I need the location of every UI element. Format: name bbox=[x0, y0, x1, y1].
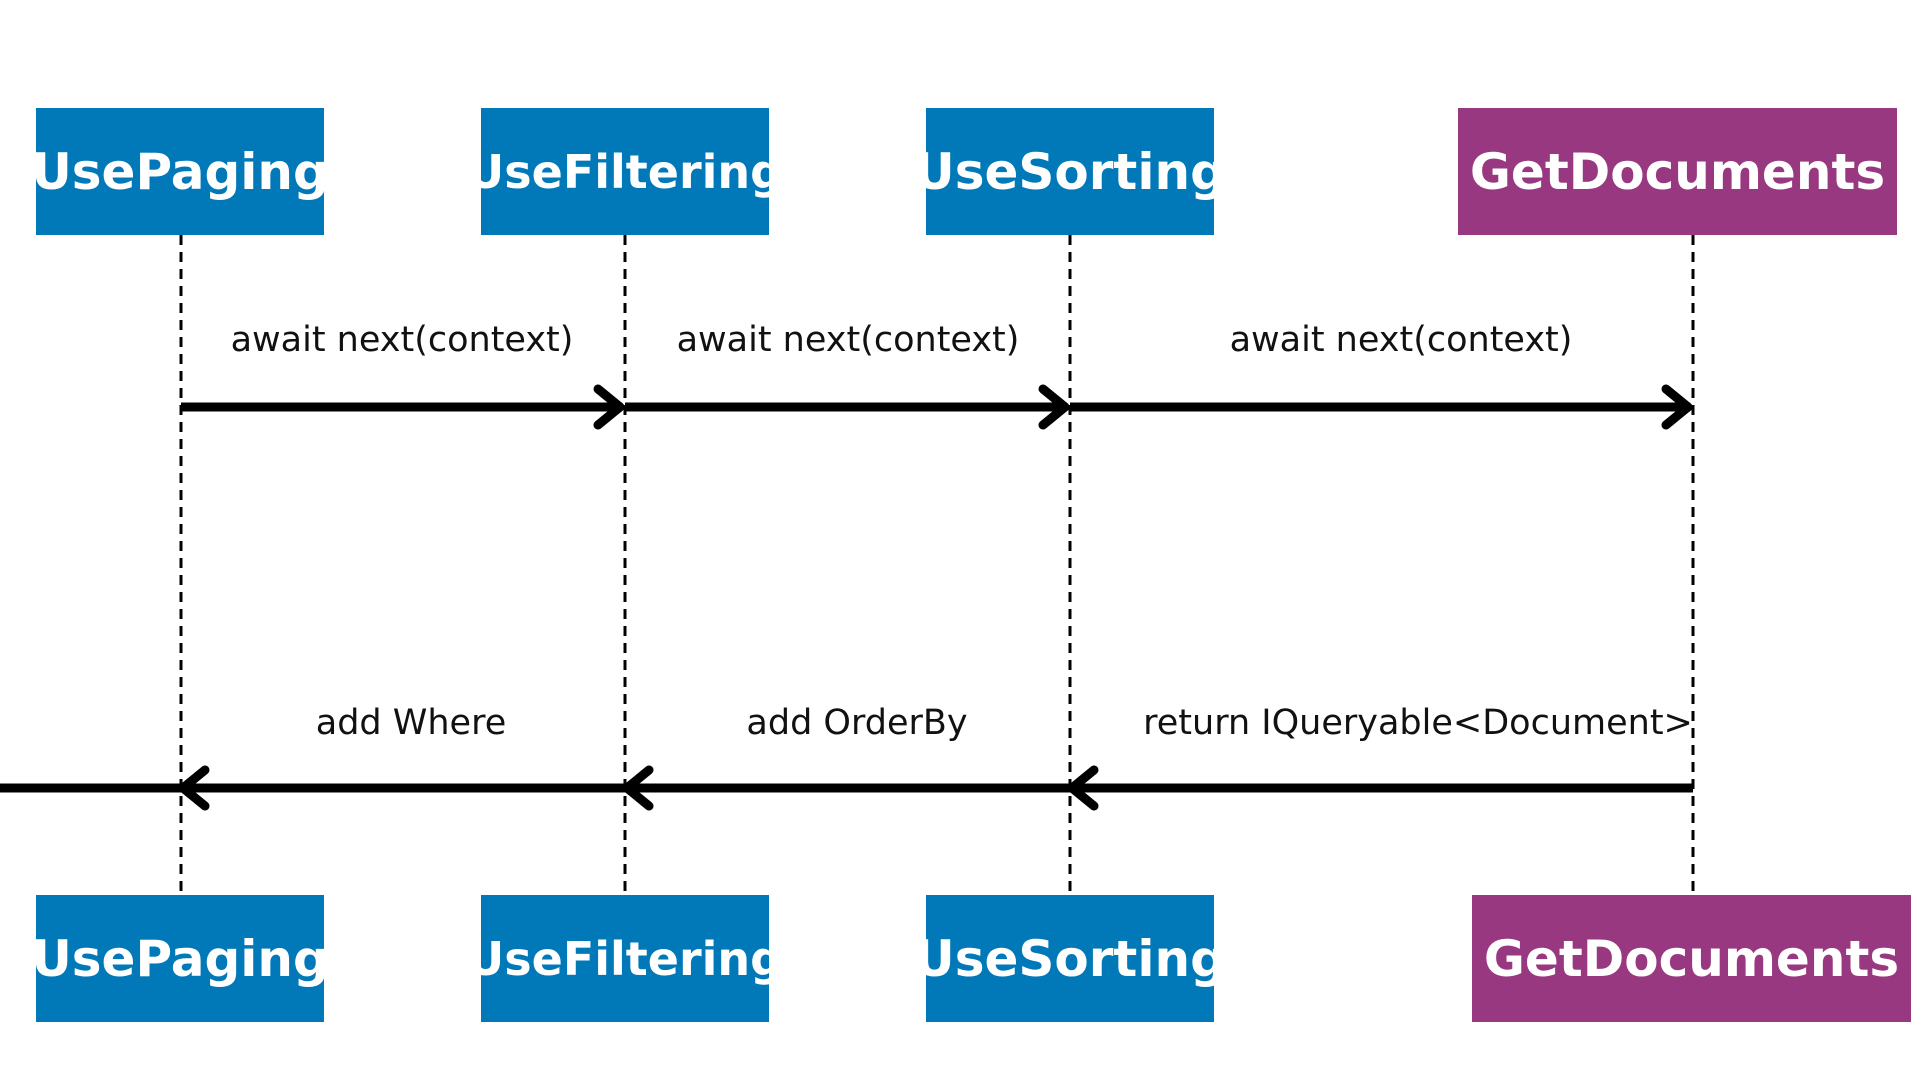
message-return-3: return IQueryable<Document> bbox=[1143, 703, 1693, 743]
message-return-1: add Where bbox=[315, 703, 507, 743]
call-arrow-2 bbox=[625, 384, 1070, 430]
message-call-2: await next(context) bbox=[676, 320, 1020, 360]
participant-usepaging-bottom: UsePaging bbox=[31, 895, 329, 1022]
message-call-3: await next(context) bbox=[1229, 320, 1573, 360]
participant-usefiltering-bottom: UseFiltering bbox=[467, 895, 783, 1022]
message-call-1: await next(context) bbox=[230, 320, 574, 360]
call-arrow-3 bbox=[1070, 384, 1693, 430]
participant-usefiltering-top: UseFiltering bbox=[467, 108, 783, 235]
participant-usepaging-top: UsePaging bbox=[31, 108, 329, 235]
participant-usepaging-bottom-label: UsePaging bbox=[31, 929, 329, 988]
participant-getdocuments-top-label: GetDocuments bbox=[1469, 142, 1886, 201]
participant-getdocuments-top: GetDocuments bbox=[1458, 108, 1897, 235]
participant-getdocuments-bottom: GetDocuments bbox=[1472, 895, 1911, 1022]
return-arrow-3 bbox=[625, 765, 1099, 811]
participant-usesorting-top: UseSorting bbox=[914, 108, 1226, 235]
participant-usesorting-top-label: UseSorting bbox=[914, 142, 1226, 201]
return-arrow-1 bbox=[0, 765, 210, 811]
message-return-2: add OrderBy bbox=[746, 703, 968, 743]
participant-usesorting-bottom: UseSorting bbox=[914, 895, 1226, 1022]
participant-usefiltering-top-label: UseFiltering bbox=[466, 144, 784, 199]
participant-usesorting-bottom-label: UseSorting bbox=[914, 929, 1226, 988]
participant-getdocuments-bottom-label: GetDocuments bbox=[1483, 929, 1900, 988]
participant-usefiltering-bottom-label: UseFiltering bbox=[466, 931, 784, 986]
participant-usepaging-top-label: UsePaging bbox=[31, 142, 329, 201]
return-arrow-2 bbox=[181, 765, 654, 811]
call-arrow-1 bbox=[181, 384, 625, 430]
